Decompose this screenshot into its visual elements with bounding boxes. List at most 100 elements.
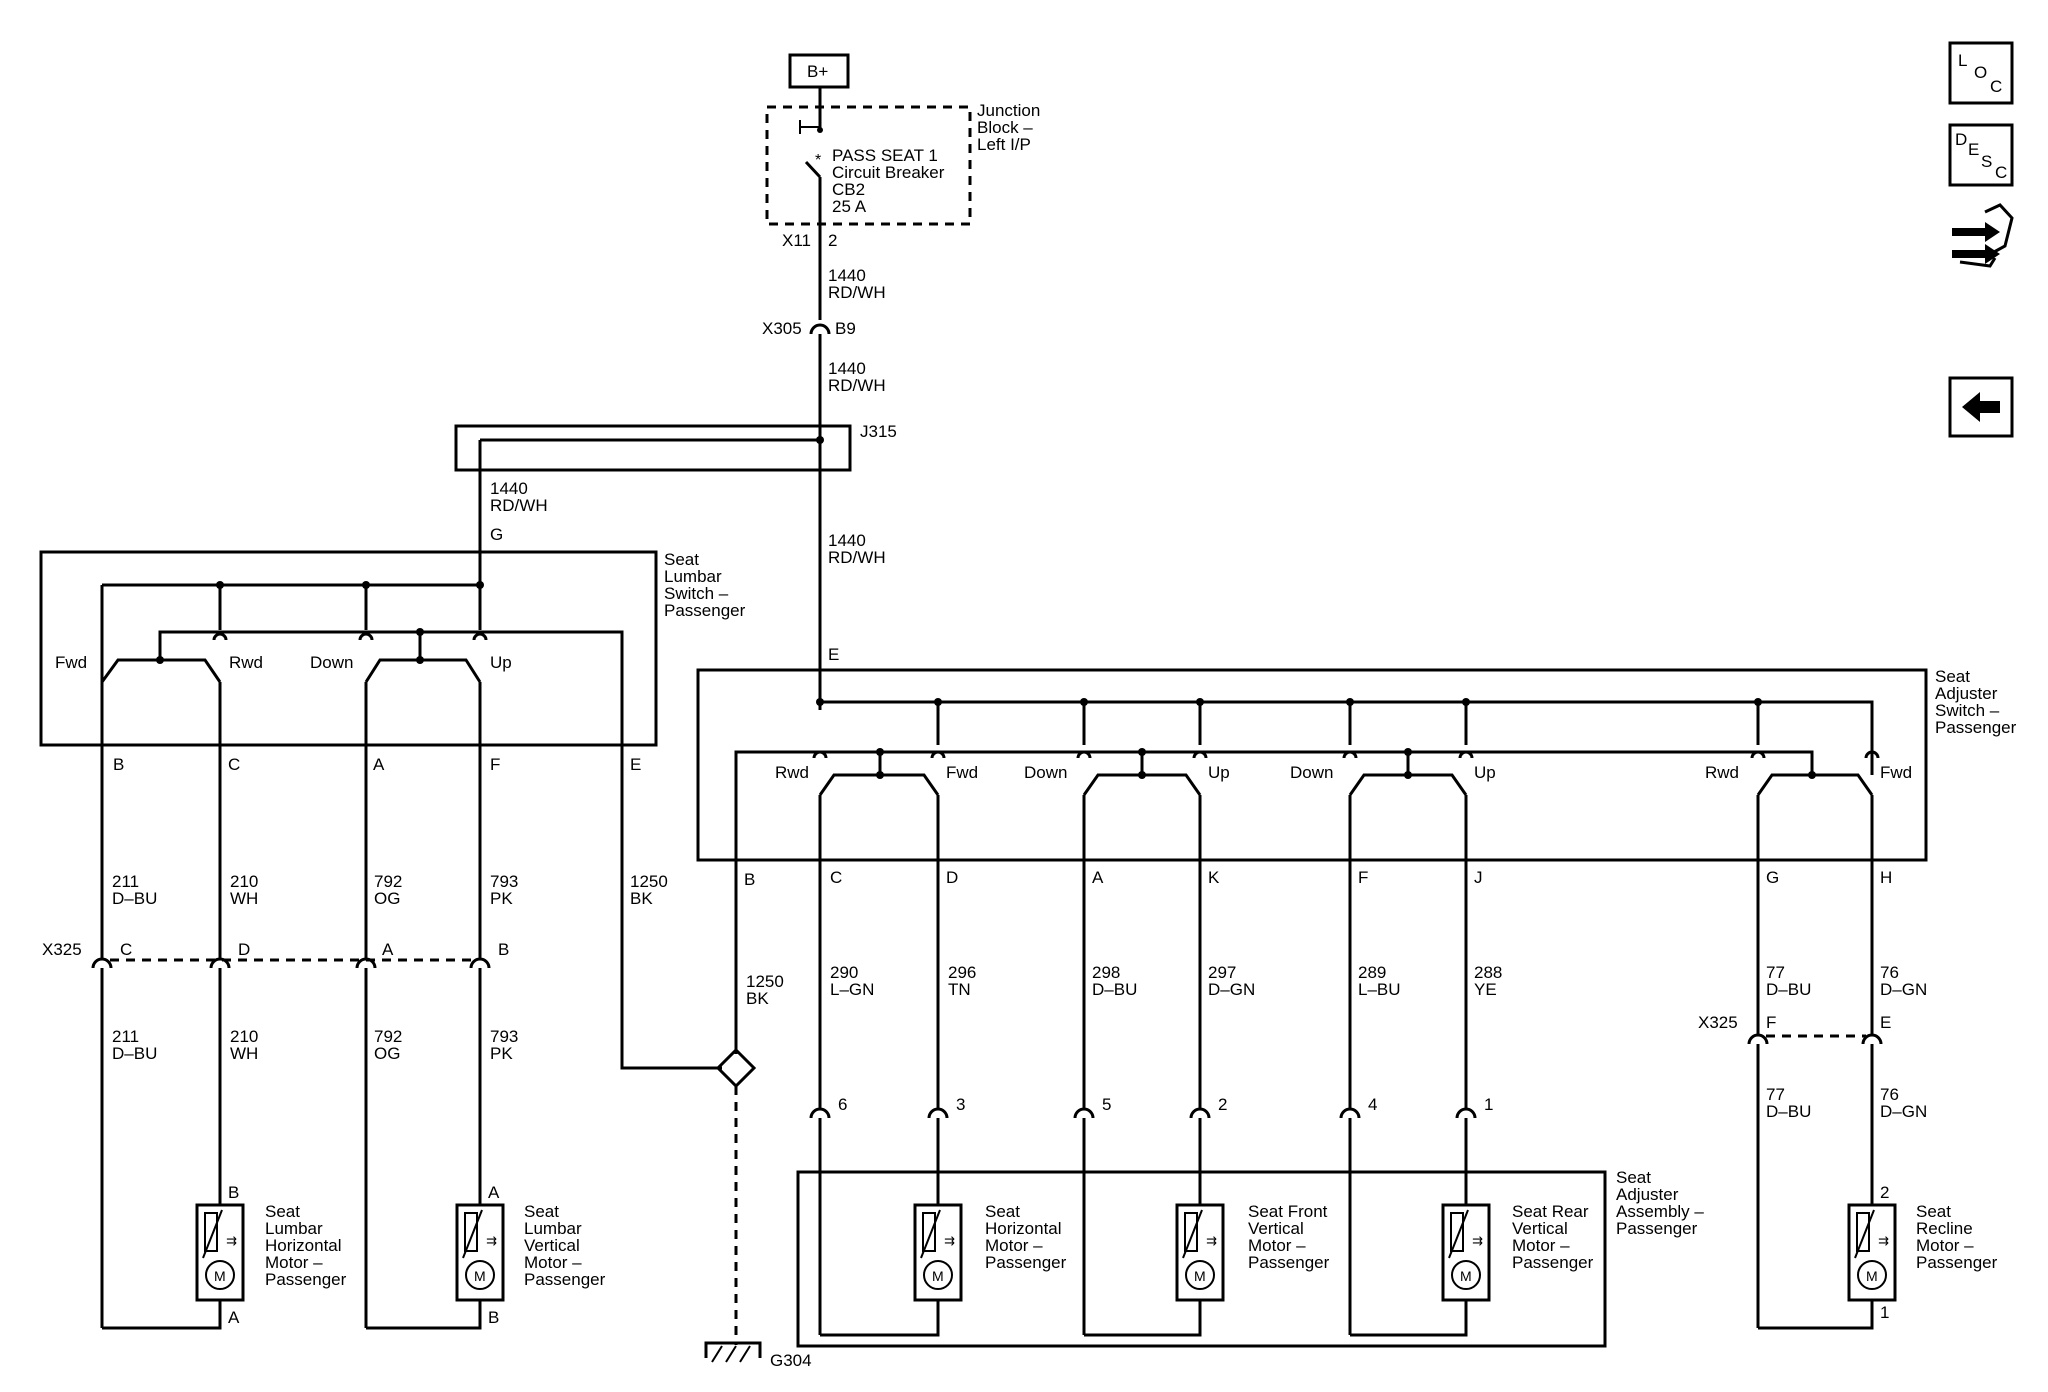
- svg-text:Lumbar: Lumbar: [524, 1219, 582, 1238]
- svg-text:Motor –: Motor –: [1512, 1236, 1570, 1255]
- svg-text:D–BU: D–BU: [112, 889, 157, 908]
- svg-text:WH: WH: [230, 889, 258, 908]
- circuit-breaker: * PASS SEAT 1 Circuit Breaker CB2 25 A: [799, 107, 945, 224]
- svg-text:X325: X325: [42, 940, 82, 959]
- svg-text:Motor –: Motor –: [1916, 1236, 1974, 1255]
- svg-text:⇉: ⇉: [1472, 1233, 1483, 1248]
- svg-text:Vertical: Vertical: [524, 1236, 580, 1255]
- ground-g304: G304: [704, 1341, 812, 1370]
- svg-text:⇉: ⇉: [226, 1233, 237, 1248]
- horizontal-motor: ⇉ M Seat Horizontal Motor – Passenger: [818, 1118, 1067, 1337]
- svg-text:D–BU: D–BU: [1092, 980, 1137, 999]
- svg-text:H: H: [1880, 868, 1892, 887]
- svg-text:Down: Down: [1024, 763, 1067, 782]
- svg-text:1440: 1440: [828, 531, 866, 550]
- svg-text:Recline: Recline: [1916, 1219, 1973, 1238]
- svg-text:E: E: [828, 645, 839, 664]
- repair-hand-icon[interactable]: [1952, 203, 2014, 268]
- svg-text:A: A: [488, 1183, 500, 1202]
- svg-text:Horizontal: Horizontal: [265, 1236, 342, 1255]
- svg-text:77: 77: [1766, 1085, 1785, 1104]
- svg-text:⇉: ⇉: [1878, 1233, 1889, 1248]
- svg-text:2: 2: [1218, 1095, 1227, 1114]
- connector-x305: X305 B9 1440 RD/WH: [762, 319, 886, 440]
- svg-text:M: M: [214, 1268, 226, 1284]
- svg-text:E: E: [630, 755, 641, 774]
- svg-text:210: 210: [230, 1027, 258, 1046]
- svg-text:Block –: Block –: [977, 118, 1033, 137]
- svg-text:⇉: ⇉: [1206, 1233, 1217, 1248]
- svg-text:1440: 1440: [828, 359, 866, 378]
- splice-j315: J315 1440 RD/WH 1440 RD/WH G E: [454, 422, 897, 710]
- svg-text:TN: TN: [948, 980, 971, 999]
- svg-text:RD/WH: RD/WH: [828, 376, 886, 395]
- svg-text:F: F: [1358, 868, 1368, 887]
- svg-text:B: B: [228, 1183, 239, 1202]
- svg-text:D–BU: D–BU: [1766, 1102, 1811, 1121]
- svg-text:F: F: [1766, 1013, 1776, 1032]
- svg-text:OG: OG: [374, 889, 400, 908]
- svg-text:X305: X305: [762, 319, 802, 338]
- svg-text:Motor –: Motor –: [985, 1236, 1043, 1255]
- svg-text:D–BU: D–BU: [112, 1044, 157, 1063]
- svg-text:792: 792: [374, 1027, 402, 1046]
- svg-text:297: 297: [1208, 963, 1236, 982]
- svg-text:6: 6: [838, 1095, 847, 1114]
- svg-text:Seat: Seat: [985, 1202, 1020, 1221]
- lumbar-horizontal-motor: ⇉ M B A Seat Lumbar Horizontal Motor – P…: [102, 1183, 347, 1330]
- svg-text:B: B: [744, 870, 755, 889]
- svg-text:290: 290: [830, 963, 858, 982]
- ground-wire-1250-lumbar: 1250 BK: [620, 745, 722, 1070]
- svg-text:Motor –: Motor –: [1248, 1236, 1306, 1255]
- svg-text:289: 289: [1358, 963, 1386, 982]
- connector-x325-left: X325 C D A B: [42, 940, 509, 969]
- svg-text:D: D: [1955, 130, 1967, 149]
- svg-text:210: 210: [230, 872, 258, 891]
- svg-text:296: 296: [948, 963, 976, 982]
- svg-text:Seat Rear: Seat Rear: [1512, 1202, 1589, 1221]
- svg-text:OG: OG: [374, 1044, 400, 1063]
- junction-block: Junction Block – Left I/P: [765, 101, 1040, 226]
- svg-text:G: G: [1766, 868, 1779, 887]
- svg-text:D–GN: D–GN: [1880, 980, 1927, 999]
- adjuster-switch: Seat Adjuster Switch – Passenger Rwd Fwd…: [696, 667, 2017, 889]
- svg-text:3: 3: [956, 1095, 965, 1114]
- svg-text:792: 792: [374, 872, 402, 891]
- svg-text:Seat: Seat: [664, 550, 699, 569]
- svg-text:D: D: [238, 940, 250, 959]
- svg-text:A: A: [382, 940, 394, 959]
- svg-text:B: B: [498, 940, 509, 959]
- loc-icon[interactable]: L O C: [1948, 41, 2014, 105]
- svg-text:Passenger: Passenger: [664, 601, 746, 620]
- svg-text:L: L: [1958, 51, 1967, 70]
- svg-text:C: C: [830, 868, 842, 887]
- svg-text:77: 77: [1766, 963, 1785, 982]
- svg-text:Passenger: Passenger: [1935, 718, 2017, 737]
- svg-text:Lumbar: Lumbar: [265, 1219, 323, 1238]
- svg-text:D–GN: D–GN: [1880, 1102, 1927, 1121]
- svg-text:M: M: [1194, 1268, 1206, 1284]
- svg-text:BK: BK: [630, 889, 653, 908]
- svg-text:RD/WH: RD/WH: [828, 283, 886, 302]
- desc-icon[interactable]: D E S C: [1948, 123, 2014, 187]
- svg-text:E: E: [1968, 140, 1979, 159]
- svg-text:A: A: [373, 755, 385, 774]
- svg-text:Seat Front: Seat Front: [1248, 1202, 1328, 1221]
- svg-text:Passenger: Passenger: [985, 1253, 1067, 1272]
- svg-text:1250: 1250: [746, 972, 784, 991]
- wire-1440-main: 1440 RD/WH: [818, 224, 886, 320]
- svg-text:1440: 1440: [490, 479, 528, 498]
- assembly-connector: 6 3 5 2 4 1: [809, 1095, 1493, 1119]
- connector-x325-right: X325 F E 77D–BU 76D–GN: [1698, 1013, 1927, 1328]
- svg-text:Lumbar: Lumbar: [664, 567, 722, 586]
- svg-text:Switch –: Switch –: [664, 584, 729, 603]
- svg-text:Horizontal: Horizontal: [985, 1219, 1062, 1238]
- back-arrow-icon[interactable]: [1948, 376, 2014, 438]
- svg-text:Seat: Seat: [1935, 667, 1970, 686]
- svg-text:Junction: Junction: [977, 101, 1040, 120]
- svg-text:Down: Down: [310, 653, 353, 672]
- svg-text:C: C: [228, 755, 240, 774]
- svg-text:Passenger: Passenger: [1248, 1253, 1330, 1272]
